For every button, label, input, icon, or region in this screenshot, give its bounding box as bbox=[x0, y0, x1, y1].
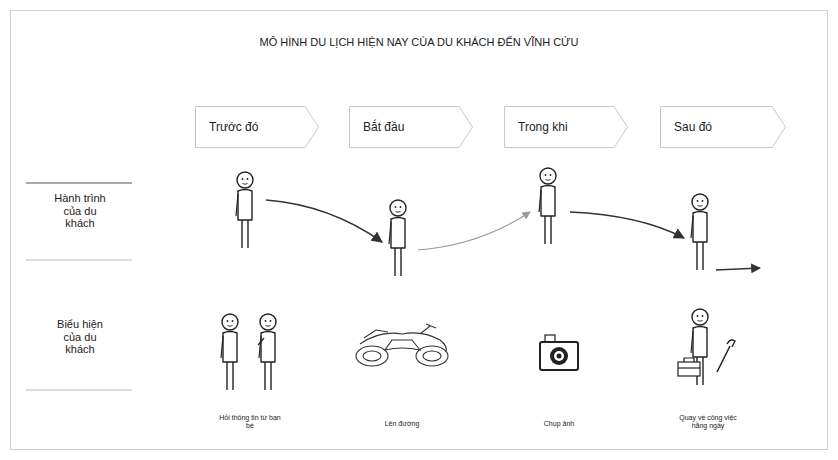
diagram-title: MÔ HÌNH DU LỊCH HIỆN NAY CỦA DU KHÁCH ĐẾ… bbox=[0, 36, 838, 49]
camera-icon bbox=[540, 335, 578, 370]
wrench-icon bbox=[717, 340, 735, 372]
stage-chevron: Trước đó bbox=[195, 106, 319, 148]
stage-chevron: Bắt đầu bbox=[349, 106, 473, 148]
traveller-figure bbox=[539, 168, 556, 244]
traveller-figure bbox=[236, 172, 253, 248]
friend-figure bbox=[221, 314, 238, 390]
traveller-figure bbox=[691, 194, 708, 270]
journey-arrow bbox=[418, 212, 530, 250]
stage-label: Trước đó bbox=[195, 120, 319, 134]
row-label: Biểu hiện của du khách bbox=[49, 318, 111, 356]
caption: Chụp ảnh bbox=[527, 420, 591, 428]
motorbike-icon bbox=[356, 324, 448, 366]
traveller-figure bbox=[389, 200, 406, 276]
journey-arrow bbox=[266, 200, 382, 242]
stage-label: Bắt đầu bbox=[349, 120, 473, 134]
frame bbox=[11, 11, 828, 450]
row-label: Hành trình của du khách bbox=[49, 192, 111, 230]
friend-figure bbox=[259, 314, 276, 390]
row-rule bbox=[26, 390, 132, 391]
toolbox-icon bbox=[678, 358, 700, 376]
chevron-shape bbox=[661, 107, 786, 148]
chevron-shape bbox=[505, 107, 628, 148]
row-rule bbox=[26, 183, 132, 184]
caption: Quay về công việc hằng ngày bbox=[671, 414, 745, 430]
journey-arrow bbox=[716, 268, 760, 270]
journey-arrow bbox=[570, 212, 684, 238]
stage-label: Sau đó bbox=[660, 120, 786, 134]
stage-label: Trong khi bbox=[504, 120, 628, 134]
stage-chevron: Sau đó bbox=[660, 106, 786, 148]
row-rule bbox=[26, 260, 132, 261]
caption: Lên đường bbox=[370, 420, 434, 428]
chevron-shape bbox=[350, 107, 473, 148]
chevron-shape bbox=[196, 107, 319, 148]
caption: Hỏi thông tin từ bạn bè bbox=[218, 414, 282, 430]
stage-chevron: Trong khi bbox=[504, 106, 628, 148]
